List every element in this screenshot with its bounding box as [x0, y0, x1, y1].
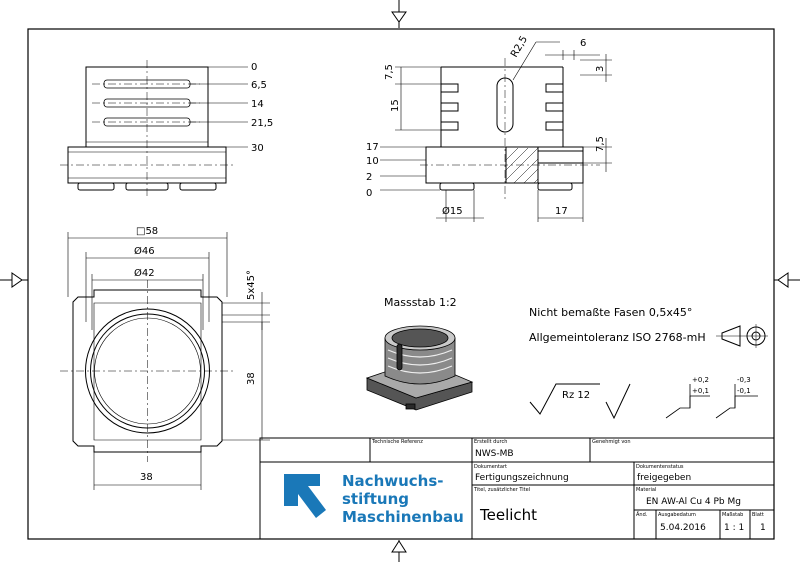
label-doc-type: Dokumentart	[474, 464, 507, 470]
iso-render	[365, 325, 474, 411]
dim-17-bottom: 17	[555, 206, 568, 217]
value-created-by: NWS-MB	[475, 449, 514, 459]
projection-symbol-icon	[716, 324, 768, 348]
tol-minus-upper: -0,3	[737, 376, 751, 384]
value-scale: 1 : 1	[724, 523, 744, 533]
label-sheet: Blatt	[752, 512, 764, 518]
dim-38-vertical: 38	[246, 372, 257, 385]
dim-6-top: 6	[580, 38, 586, 49]
dim-square58: □58	[136, 226, 158, 237]
title-block	[259, 437, 775, 540]
tol-minus-lower: -0,1	[737, 387, 751, 395]
dim-3-top: 3	[595, 66, 606, 72]
dim-dia46: Ø46	[134, 245, 155, 257]
value-sheet: 1	[760, 523, 766, 533]
label-tech-ref: Technische Referenz	[371, 439, 423, 445]
logo-line-3: Maschinenbau	[342, 508, 464, 526]
tol-plus-lower: +0,1	[692, 387, 709, 395]
dim-dia15: Ø15	[442, 205, 463, 217]
label-approved-by: Genehmigt von	[592, 439, 631, 445]
label-doc-status: Dokumentenstatus	[636, 464, 684, 470]
dim-r2-5: R2,5	[509, 34, 530, 59]
dim-7-5-right: 7,5	[595, 136, 606, 152]
dim-2-left: 2	[366, 172, 372, 183]
dim-38-horizontal: 38	[140, 472, 153, 483]
dim-5x45: 5x45°	[246, 270, 257, 300]
dim-dia42: Ø42	[134, 267, 155, 279]
dim-0: 0	[251, 62, 257, 73]
surface-finish-icon	[529, 383, 631, 420]
dim-7-5-left: 7,5	[384, 64, 395, 80]
section-view	[380, 41, 612, 222]
label-created-by: Erstellt durch	[474, 439, 507, 445]
value-date: 5.04.2016	[660, 523, 706, 533]
dim-0-left: 0	[366, 188, 372, 199]
value-doc-type: Fertigungszeichnung	[475, 473, 569, 483]
surface-roughness: Rz 12	[562, 390, 590, 401]
dim-15-left: 15	[390, 99, 401, 112]
note-chamfer: Nicht bemaßte Fasen 0,5x45°	[529, 306, 692, 319]
side-view	[60, 60, 248, 196]
tolerance-symbols	[665, 384, 758, 419]
dim-10-left: 10	[366, 156, 379, 167]
value-title: Teelicht	[479, 506, 537, 524]
note-tolerance: Allgemeintoleranz ISO 2768-mH	[529, 331, 706, 344]
value-doc-status: freigegeben	[637, 473, 691, 483]
label-change: Änd.	[636, 511, 648, 518]
logo-arrow-icon	[284, 474, 326, 518]
plan-view	[60, 232, 270, 490]
logo: Nachwuchs- stiftung Maschinenbau	[284, 472, 464, 526]
logo-line-1: Nachwuchs-	[342, 472, 444, 490]
dim-30: 30	[251, 143, 264, 154]
dim-21-5: 21,5	[251, 118, 273, 129]
value-material: EN AW-Al Cu 4 Pb Mg	[646, 497, 741, 507]
label-material: Material	[636, 487, 656, 493]
label-title: Titel, zusätzlicher Titel	[473, 487, 530, 493]
dim-17-left: 17	[366, 142, 379, 153]
logo-line-2: stiftung	[342, 490, 409, 508]
label-scale: Maßstab	[722, 512, 743, 518]
dim-6-5: 6,5	[251, 80, 267, 91]
label-date: Ausgabedatum	[658, 512, 696, 518]
tol-plus-upper: +0,2	[692, 376, 709, 384]
scale-note: Massstab 1:2	[384, 296, 457, 309]
dim-14: 14	[251, 99, 264, 110]
